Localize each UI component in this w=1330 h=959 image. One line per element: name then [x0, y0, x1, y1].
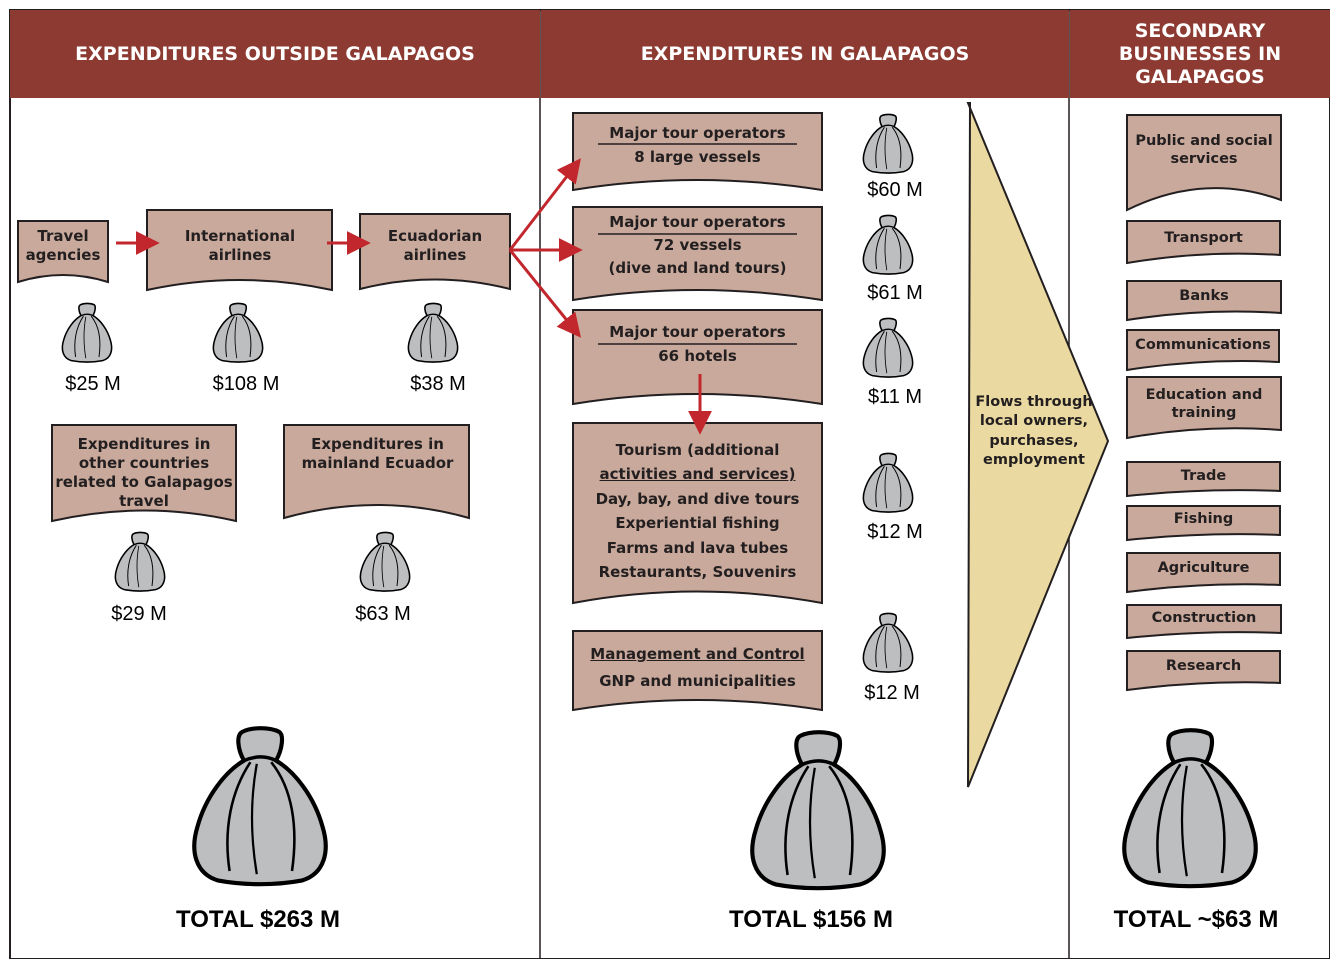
secondary-item-label: Public and social services — [1135, 133, 1273, 167]
travel-agencies-box — [17, 220, 109, 284]
tour-operators-hotels-box — [572, 309, 823, 406]
amount-other-countries: $29 M — [111, 603, 167, 625]
secondary-item-box — [1126, 505, 1281, 542]
secondary-item-label: Construction — [1151, 610, 1257, 626]
secondary-item-box — [1126, 376, 1282, 440]
amount-tourism: $12 M — [867, 521, 923, 543]
tourism-activities-box — [572, 422, 823, 605]
total-in-galapagos: TOTAL $156 M — [728, 906, 894, 933]
management-control-box — [572, 630, 823, 712]
other-countries-label: Expenditures in other countries related … — [55, 435, 233, 510]
flow-arrow — [508, 158, 581, 251]
secondary-item-label: Education and training — [1145, 387, 1263, 421]
secondary-item-label: Transport — [1164, 230, 1243, 246]
secondary-item-label: Communications — [1135, 337, 1271, 353]
money-bag-icon — [862, 452, 914, 513]
secondary-item-box — [1126, 552, 1281, 594]
large-money-bag-icon — [194, 728, 325, 884]
money-bag-icon — [61, 302, 113, 363]
header-secondary: SECONDARY BUSINESSES IN GALAPAGOS — [1070, 10, 1330, 98]
tour-operators-subtitle: 72 vessels — [653, 236, 742, 254]
ecuadorian-airlines-box — [359, 213, 511, 291]
money-bag-icon — [407, 302, 459, 363]
tourism-title-line: activities and services) — [599, 465, 796, 484]
tourism-activity: Farms and lava tubes — [606, 538, 789, 557]
large-money-bag-icon — [1124, 730, 1255, 886]
amount-tour-operators-hotels: $11 M — [867, 386, 923, 408]
secondary-item-box — [1126, 280, 1282, 322]
secondary-item-box — [1126, 604, 1282, 640]
amount-ecuadorian-airlines: $38 M — [410, 373, 466, 395]
tourism-activity: Restaurants, Souvenirs — [598, 563, 797, 582]
flow-label: Flows through local owners, purchases, e… — [975, 394, 1093, 469]
money-bag-icon — [359, 531, 411, 592]
international-airlines-label: International airlines — [184, 227, 296, 264]
money-bag-icon — [862, 214, 914, 275]
amount-tour-operators-vessels: $60 M — [867, 179, 923, 201]
other-countries-box — [51, 424, 237, 523]
header-in-galapagos: EXPENDITURES IN GALAPAGOS — [541, 10, 1069, 98]
tour-operators-title: Major tour operators — [609, 124, 786, 142]
flow-arrow-large — [966, 102, 1110, 788]
management-subtitle: GNP and municipalities — [599, 672, 796, 690]
travel-agencies-label: Travel agencies — [25, 227, 101, 264]
total-secondary: TOTAL ~$63 M — [1113, 906, 1279, 933]
tourism-activity: Experiential fishing — [615, 514, 780, 533]
ecuadorian-airlines-label: Ecuadorian airlines — [387, 227, 483, 264]
tour-operators-subtitle: 66 hotels — [658, 347, 737, 365]
international-airlines-box — [146, 209, 333, 292]
secondary-item-label: Fishing — [1173, 511, 1234, 527]
mainland-label: Expenditures in mainland Ecuador — [301, 435, 454, 472]
money-bag-icon — [862, 317, 914, 378]
money-bag-icon — [212, 302, 264, 363]
money-bag-icon — [114, 531, 166, 592]
amount-tour-operators-dive: $61 M — [867, 282, 923, 304]
flow-arrow — [508, 249, 582, 338]
amount-management: $12 M — [864, 682, 920, 704]
tour-operators-subtitle: (dive and land tours) — [608, 259, 787, 277]
amount-international-airlines: $108 M — [212, 373, 280, 395]
tourism-activities-text: Tourism (additional activities and servi… — [573, 438, 822, 584]
secondary-item-label: Agriculture — [1157, 560, 1250, 576]
secondary-item-label: Banks — [1179, 288, 1229, 304]
mainland-box — [283, 424, 470, 520]
secondary-item-box — [1126, 114, 1282, 212]
tourism-activity: Day, bay, and dive tours — [595, 489, 800, 508]
amount-travel-agencies: $25 M — [65, 373, 121, 395]
amount-mainland: $63 M — [355, 603, 411, 625]
secondary-item-box — [1126, 650, 1281, 692]
tour-operators-subtitle: 8 large vessels — [634, 148, 761, 166]
header-outside: EXPENDITURES OUTSIDE GALAPAGOS — [10, 10, 540, 98]
total-outside: TOTAL $263 M — [175, 906, 341, 933]
secondary-item-label: Trade — [1180, 468, 1227, 484]
tourism-title-line: Tourism (additional — [615, 441, 780, 459]
secondary-item-box — [1126, 220, 1281, 265]
tour-operators-title: Major tour operators — [609, 323, 786, 341]
money-bag-icon — [862, 612, 914, 673]
large-money-bag-icon — [752, 732, 883, 888]
tour-operators-vessels-box — [572, 112, 823, 192]
tour-operators-dive-box — [572, 206, 823, 302]
money-bag-icon — [862, 113, 914, 174]
secondary-item-box — [1126, 461, 1281, 498]
secondary-item-box — [1126, 329, 1280, 372]
secondary-item-label: Research — [1165, 658, 1242, 674]
tour-operators-title: Major tour operators — [609, 213, 786, 231]
management-title: Management and Control — [590, 645, 805, 663]
